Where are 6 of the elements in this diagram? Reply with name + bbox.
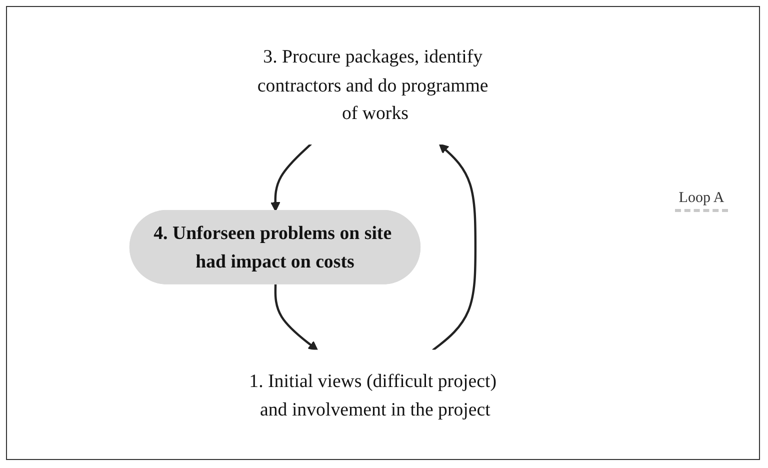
node-text: 1. Initial views (difficult project) and involvement in the project xyxy=(249,370,496,420)
arrow xyxy=(274,284,318,351)
node-text: 3. Procure packages, identify contractors and do programme of works xyxy=(257,46,488,124)
arrow xyxy=(432,144,477,352)
loop-label: Loop A xyxy=(674,188,728,212)
arrow xyxy=(270,143,312,212)
